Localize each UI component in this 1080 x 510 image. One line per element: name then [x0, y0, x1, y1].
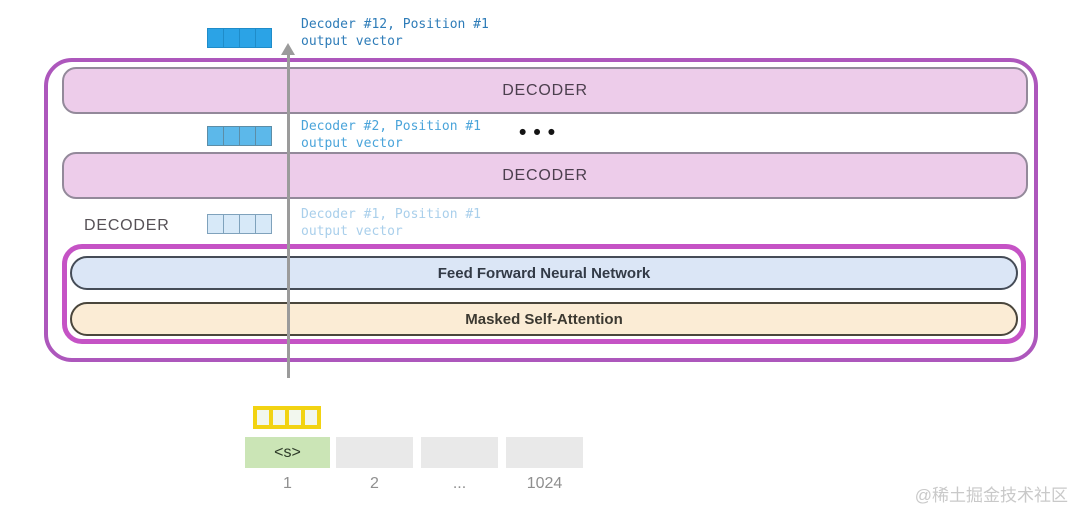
caption-line: Decoder #2, Position #1: [301, 119, 482, 134]
vector-cell: [207, 28, 224, 48]
decoder-side-label: DECODER: [84, 217, 170, 234]
position-label: 1: [283, 475, 292, 492]
vector-cell: [239, 214, 256, 234]
arrow-up-icon: [281, 43, 295, 55]
token-slot: [421, 437, 498, 468]
decoder-stack-container: [44, 58, 1038, 362]
input-embedding-vector: [253, 406, 321, 429]
output-vector-1: [207, 214, 272, 234]
flow-arrow-line: [287, 54, 290, 378]
vector-cell: [255, 28, 272, 48]
vector-cell: [305, 410, 317, 425]
position-label: ...: [452, 475, 467, 492]
caption-line: Decoder #12, Position #1: [301, 17, 489, 32]
decoder-block-2: DECODER: [62, 152, 1028, 199]
decoder-block-label: DECODER: [502, 81, 588, 99]
vector-cell: [223, 126, 240, 146]
vector-cell: [255, 214, 272, 234]
feed-forward-block: Feed Forward Neural Network: [70, 256, 1018, 290]
decoder-block-label: DECODER: [502, 166, 588, 184]
token-slot: [336, 437, 413, 468]
ellipsis: •••: [519, 121, 563, 144]
vector-cell: [207, 214, 224, 234]
position-label: 2: [370, 475, 379, 492]
caption-decoder-12: Decoder #12, Position #1 output vector: [301, 16, 489, 50]
caption-line: Decoder #1, Position #1: [301, 207, 482, 222]
decoder-block-12: DECODER: [62, 67, 1028, 114]
caption-line: output vector: [301, 34, 403, 49]
vector-cell: [255, 126, 272, 146]
output-vector-2: [207, 126, 272, 146]
vector-cell: [223, 214, 240, 234]
caption-decoder-1: Decoder #1, Position #1 output vector: [301, 206, 481, 240]
output-vector-12: [207, 28, 272, 48]
masked-self-attention-label: Masked Self-Attention: [465, 310, 623, 328]
token-start: <s>: [245, 437, 330, 468]
vector-cell: [223, 28, 240, 48]
token-slot: [506, 437, 583, 468]
caption-line: output vector: [301, 136, 403, 151]
masked-self-attention-block: Masked Self-Attention: [70, 302, 1018, 336]
vector-cell: [239, 126, 256, 146]
vector-cell: [289, 410, 301, 425]
feed-forward-label: Feed Forward Neural Network: [437, 264, 651, 282]
caption-decoder-2: Decoder #2, Position #1 output vector: [301, 118, 481, 152]
vector-cell: [273, 410, 285, 425]
caption-line: output vector: [301, 224, 403, 239]
watermark: @稀土掘金技术社区: [914, 486, 1068, 505]
vector-cell: [239, 28, 256, 48]
position-label: 1024: [526, 475, 563, 492]
vector-cell: [207, 126, 224, 146]
vector-cell: [257, 410, 269, 425]
